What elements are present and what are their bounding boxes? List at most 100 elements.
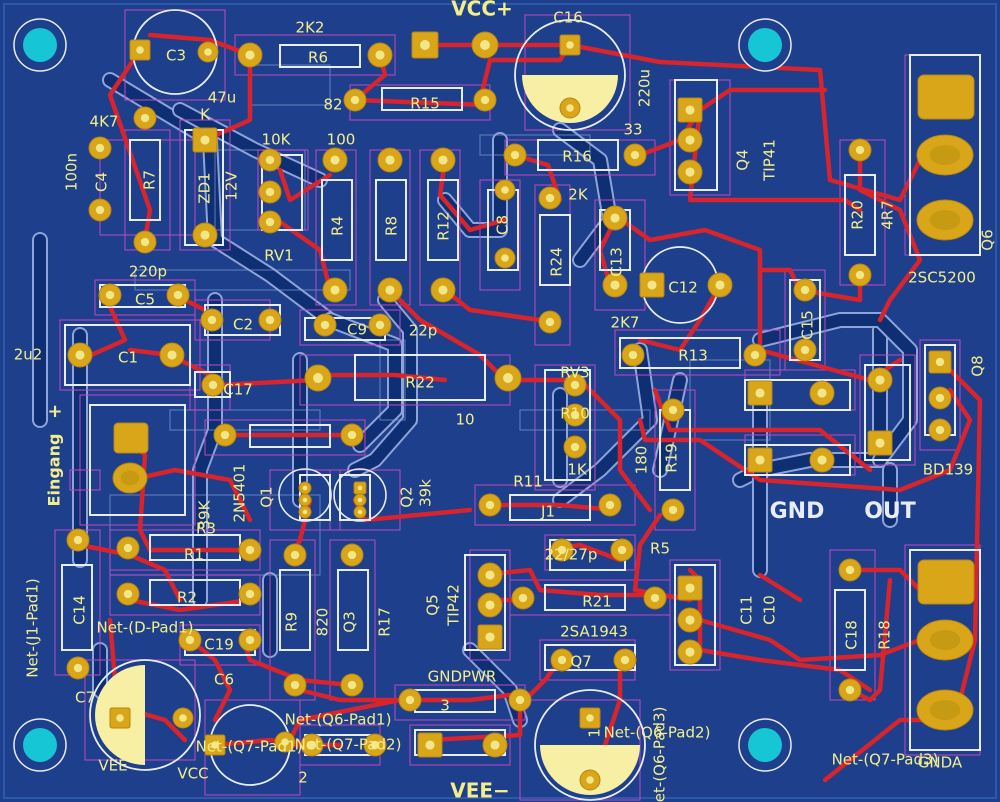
pad-drill: [501, 186, 509, 194]
silk-label: Q8: [969, 355, 987, 376]
silk-label: C11: [738, 595, 756, 625]
silk-label: C16: [553, 9, 583, 27]
front-trace: [847, 567, 923, 593]
electrolytic-cap-outline: [89, 659, 201, 771]
silk-label: GNDPWR: [428, 668, 497, 686]
component-body: [321, 179, 353, 261]
silk-label: 2SC5200: [908, 269, 976, 287]
to92-outline: [333, 468, 387, 522]
pad-drill: [620, 655, 630, 665]
component-body: [279, 44, 361, 68]
silk-label: 220u: [636, 69, 654, 107]
silk-label: R19: [663, 443, 681, 473]
front-trace: [637, 387, 973, 493]
silk-label: TIP41: [761, 139, 779, 182]
silk-label: Net-(Q6-Pad3): [651, 707, 669, 802]
pad-drill: [545, 193, 555, 203]
pad-drill: [173, 290, 183, 300]
silk-label: R24: [548, 247, 566, 277]
pad-drill: [357, 485, 363, 491]
silk-label: 4R7: [879, 200, 897, 230]
pad-drill: [265, 155, 275, 165]
component-body: [61, 564, 93, 651]
pad-drill: [208, 380, 218, 390]
pad-drill: [510, 150, 520, 160]
silk-label: 820: [314, 608, 332, 637]
board-edge: [3, 3, 997, 799]
front-trace: [687, 107, 863, 213]
pad-drill: [875, 375, 885, 385]
pads: [13, 18, 975, 791]
silk-label: 2SA1943: [560, 623, 628, 641]
silk-label: GNDA: [918, 754, 963, 772]
silk-label: 4K7: [90, 113, 119, 131]
component-body: [674, 79, 718, 191]
silk-label: Net-(J1-Pad1): [24, 578, 42, 677]
silk-label: 39K: [196, 499, 214, 529]
pad-drill: [245, 545, 255, 555]
silk-label: C9: [347, 321, 367, 339]
pad-drill: [73, 535, 83, 545]
silk-label: 2K7: [611, 314, 640, 332]
pad-drill: [685, 135, 695, 145]
pad-drill: [95, 143, 105, 153]
pad-drill: [357, 509, 363, 515]
silk-label: 100: [327, 131, 356, 149]
component-body: [464, 554, 506, 651]
silk-label: R8: [383, 216, 401, 236]
silk-label: C3: [166, 47, 186, 65]
pad-drill: [586, 776, 594, 784]
pad-drill: [485, 632, 495, 642]
pad-drill: [200, 135, 210, 145]
courtyard: [94, 279, 196, 316]
silk-label: C2: [233, 316, 253, 334]
silk-label: Net-(Q6-Pad1): [285, 711, 392, 729]
pad-drill: [438, 155, 448, 165]
pad-drill: [800, 285, 810, 295]
pad-drill: [357, 497, 363, 503]
pad-drill: [480, 95, 490, 105]
front-trace: [477, 567, 653, 598]
silk-label: R2: [177, 589, 197, 607]
courtyard: [59, 319, 201, 391]
front-trace: [147, 32, 253, 58]
pad-drill: [245, 635, 255, 645]
back-outline-rect: [479, 134, 591, 156]
pad-drill: [715, 280, 725, 290]
courtyard: [204, 419, 366, 456]
gnd-label: GND: [770, 499, 825, 524]
silk-label: 2N5401: [231, 464, 249, 523]
silk-label: 1K: [567, 461, 588, 479]
j1-pad2-hole: [120, 470, 140, 486]
silk-label: Q7: [570, 653, 591, 671]
front-trace: [287, 697, 403, 743]
silk-label: R16: [562, 148, 592, 166]
silk-label: C8: [494, 215, 512, 235]
pad-drill: [628, 350, 638, 360]
front-trace: [352, 97, 488, 108]
component-body: [89, 404, 186, 516]
silk-label: Net-(Q7-Pad2): [295, 736, 402, 754]
pad-drill: [307, 740, 317, 750]
front-trace: [757, 572, 803, 603]
pad-drill: [140, 237, 150, 247]
pad-drill: [405, 695, 415, 705]
pad-drill: [685, 615, 695, 625]
silk-label: R22: [405, 374, 435, 392]
pad-drill: [845, 685, 855, 695]
silk-label: R3: [196, 520, 216, 538]
silk-label: R9: [283, 612, 301, 632]
pad-drill: [610, 213, 620, 223]
pad-drill: [281, 738, 289, 746]
pad-drill: [935, 357, 945, 367]
silk-label: Q3: [341, 611, 359, 632]
pad-drill: [570, 380, 580, 390]
front-trace: [77, 542, 183, 603]
silk-label: Net-(D-Pad1): [96, 619, 193, 637]
pad-drill: [211, 741, 219, 749]
pad-drill: [207, 315, 217, 325]
electrolytic-cap-outline: [514, 19, 626, 131]
component-body: [279, 569, 311, 651]
pad-drill: [817, 388, 827, 398]
